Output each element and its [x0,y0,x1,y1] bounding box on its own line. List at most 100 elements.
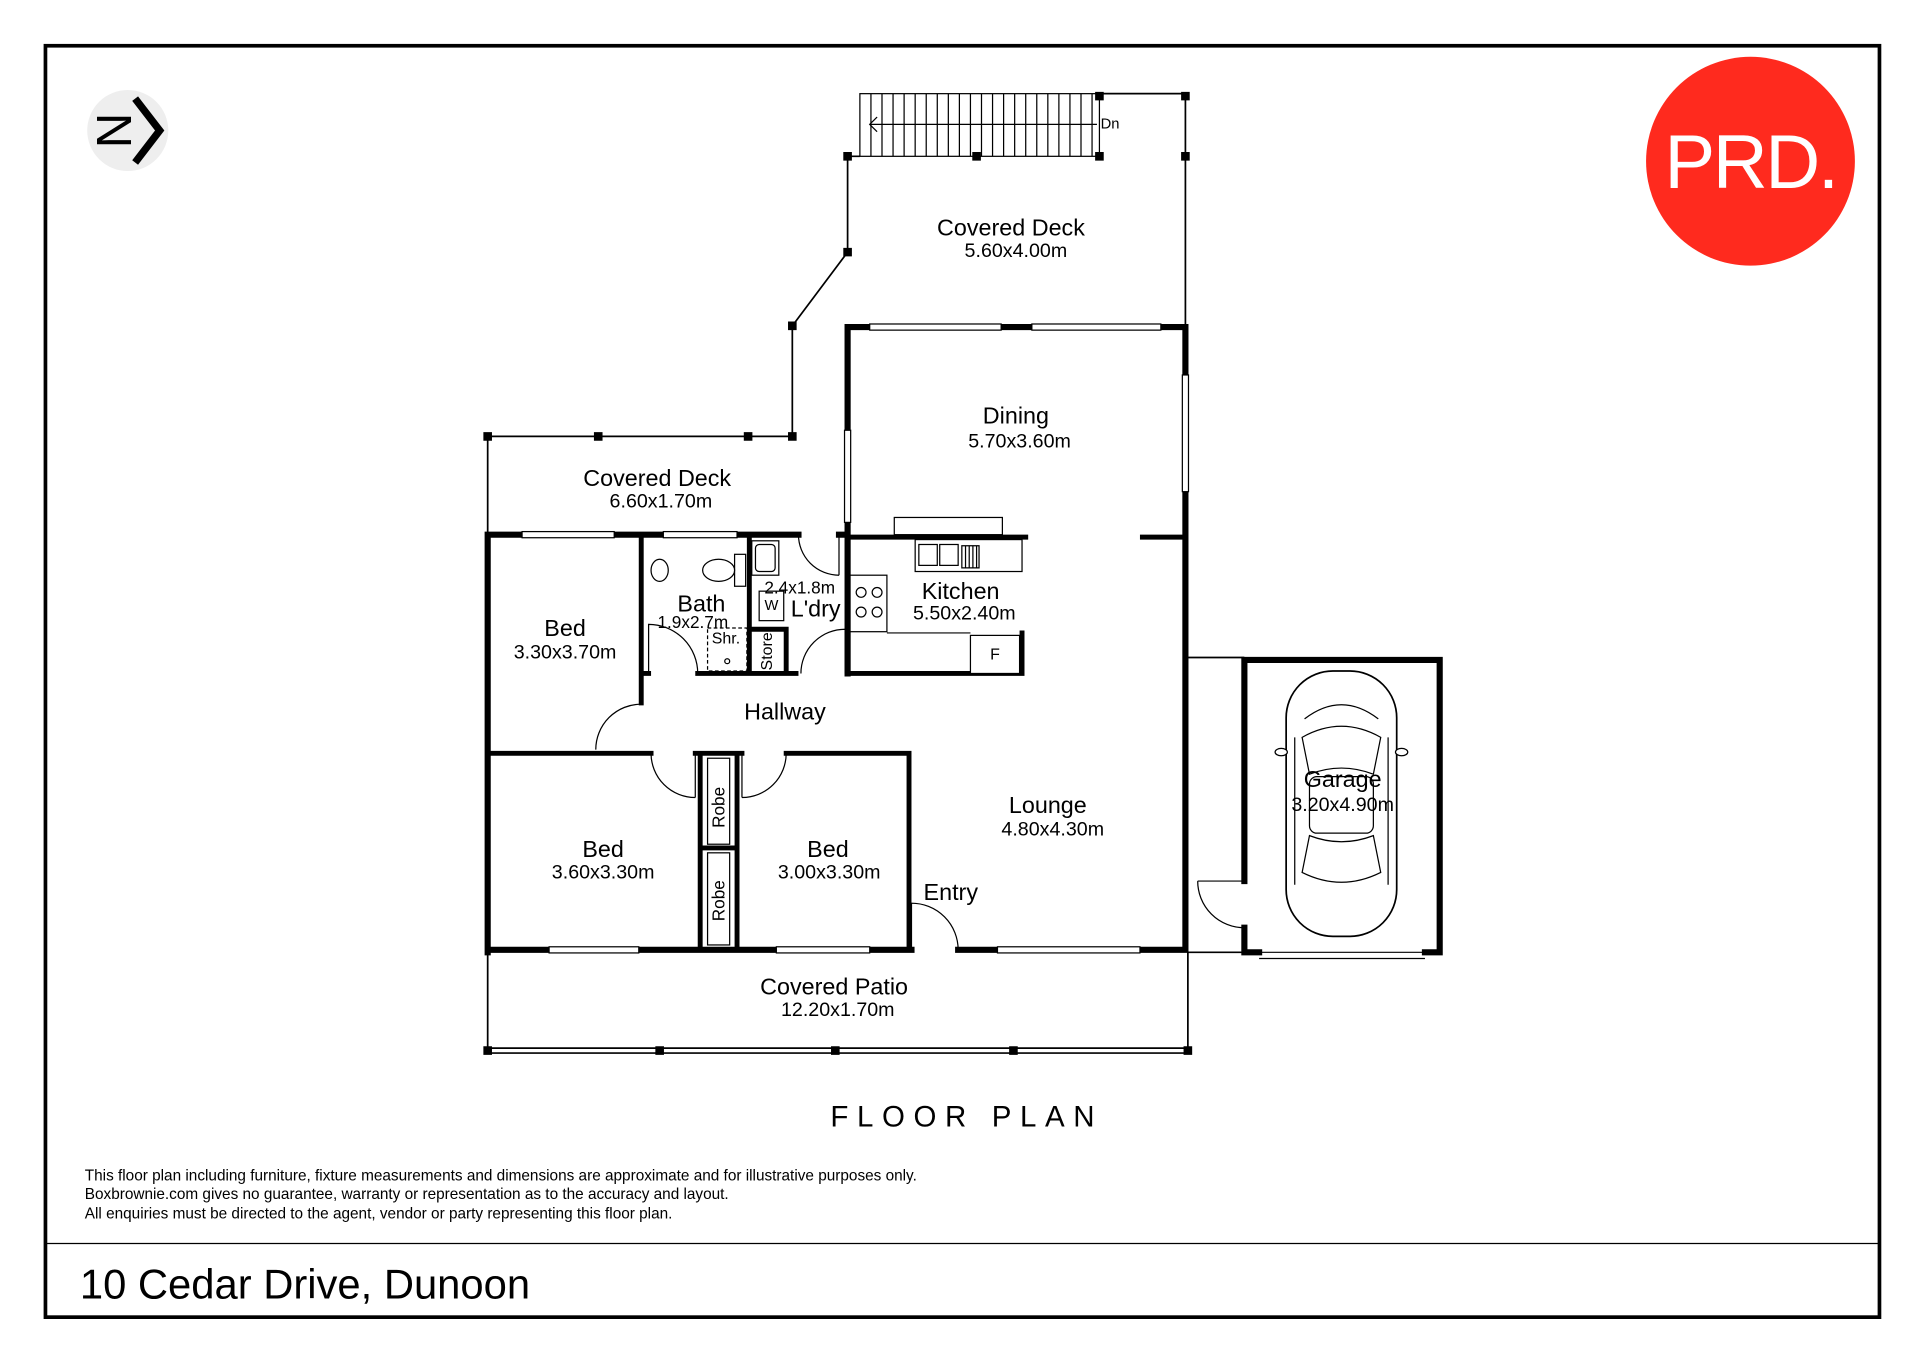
outdoor-areas [486,92,1245,1054]
window [869,323,1002,331]
window [521,530,615,539]
shower-base [706,627,748,672]
shower-label: Shr. [712,631,740,648]
room-name-entry: Entry [924,879,979,905]
cooktop-bench [849,574,888,633]
car-windshield [1301,725,1382,776]
robe-outline [706,852,731,946]
window [996,946,1141,954]
cooktop-burner [871,586,883,598]
car-mirror [1394,747,1409,757]
disclaimer-line: All enquiries must be directed to the ag… [85,1205,673,1222]
door-swing-garage-side [1197,880,1245,929]
room-name-upper-deck: Covered Deck [937,215,1085,241]
doors [595,534,959,950]
windows [521,323,1190,954]
door-swing-laundry-deck [797,534,840,576]
room-dims-upper-deck: 5.60x4.00m [965,240,1068,262]
stairs: Dn [859,93,1120,157]
kitchen-fixtures: F [849,516,1023,675]
upper-deck-outline [791,92,1187,327]
external-walls [484,323,1189,956]
north-chevron-icon [132,96,165,165]
room-name-bath: Bath [677,590,725,616]
store-label: Store [759,632,776,670]
shower-drain [724,658,731,665]
north-arrow-icon: N [86,89,169,172]
window [662,530,738,539]
stairs-label: Dn [1101,116,1120,132]
room-name-dining: Dining [983,403,1049,429]
robe-label: Robe [709,787,729,828]
room-name-kitchen: Kitchen [922,578,1000,604]
room-dims-bed-3: 3.00x3.30m [778,861,881,883]
room-name-hallway: Hallway [744,699,826,725]
plan-title: FLOOR PLAN [830,1100,1103,1133]
window [1031,323,1162,331]
prd-logo-text: PRD. [1664,120,1836,205]
room-dims-bed-2: 3.60x3.30m [552,861,655,883]
patio-outline [486,952,1189,1054]
prd-logo: PRD. [1646,56,1855,266]
room-dims-patio: 12.20x1.70m [781,999,895,1021]
room-dims-bed-1: 3.30x3.70m [514,642,617,664]
prd-logo-circle [1646,56,1855,266]
sink-bowl [939,543,959,566]
sink-bowl [918,543,938,566]
property-address: 10 Cedar Drive, Dunoon [80,1260,530,1307]
interior-walls [485,532,1188,953]
room-name-laundry: L'dry [791,595,841,621]
room-name-bed-1: Bed [544,615,586,641]
disclaimer-line: Boxbrownie.com gives no guarantee, warra… [85,1186,729,1203]
room-name-bed-2: Bed [582,836,624,862]
laundry-tub-bowl [754,543,776,573]
washer-label: W [764,598,778,614]
toilet-cistern [733,553,747,587]
room-dims-dining: 5.70x3.60m [968,430,1071,452]
car-hood-line [1304,704,1379,720]
north-letter: N [86,113,140,148]
room-dims-kitchen: 5.50x2.40m [913,602,1016,624]
cooktop-burner [855,606,867,618]
window [775,946,871,954]
room-dims-lounge: 4.80x4.30m [1001,818,1104,840]
sheet-border [43,43,1882,1319]
door-swing-bath [647,623,699,674]
garage-link-outline [1187,656,1245,954]
deck-posts [483,91,1193,1055]
cooktop-burner [855,586,867,598]
room-name-bed-3: Bed [807,836,849,862]
window [843,429,852,523]
garage [1197,656,1443,960]
garage-walls [1241,656,1443,956]
room-name-lower-deck: Covered Deck [583,465,731,491]
wet-area-fixtures: Shr. W Store [650,540,785,672]
bath-basin [650,558,669,582]
fridge-space [969,634,1021,675]
car-side-lines [1294,737,1389,885]
lower-deck-outline [486,325,794,535]
robe-label: Robe [709,880,729,921]
car-body [1285,670,1398,938]
door-swing-bed-2 [650,753,696,799]
robe-outline [706,757,731,845]
room-name-lounge: Lounge [1009,792,1087,818]
door-swing-bed-3 [741,753,787,799]
car-mirror [1274,747,1288,757]
window [548,946,640,954]
washer-box [758,590,785,622]
cooktop-burner [871,606,883,618]
breakfast-bar [893,516,1003,536]
car-roof [1308,776,1374,834]
toilet-bowl [702,558,736,582]
room-name-patio: Covered Patio [760,974,908,1000]
car-rear-window [1301,834,1382,883]
room-dims-laundry: 2.4x1.8m [764,577,835,597]
robes: Robe Robe [706,757,731,946]
car-icon [1274,670,1409,938]
disclaimer-line: This floor plan including furniture, fix… [85,1167,917,1184]
room-name-garage: Garage [1304,766,1382,792]
room-dims-bath: 1.9x2.7m [657,612,728,632]
room-dims-garage: 3.20x4.90m [1291,794,1394,816]
